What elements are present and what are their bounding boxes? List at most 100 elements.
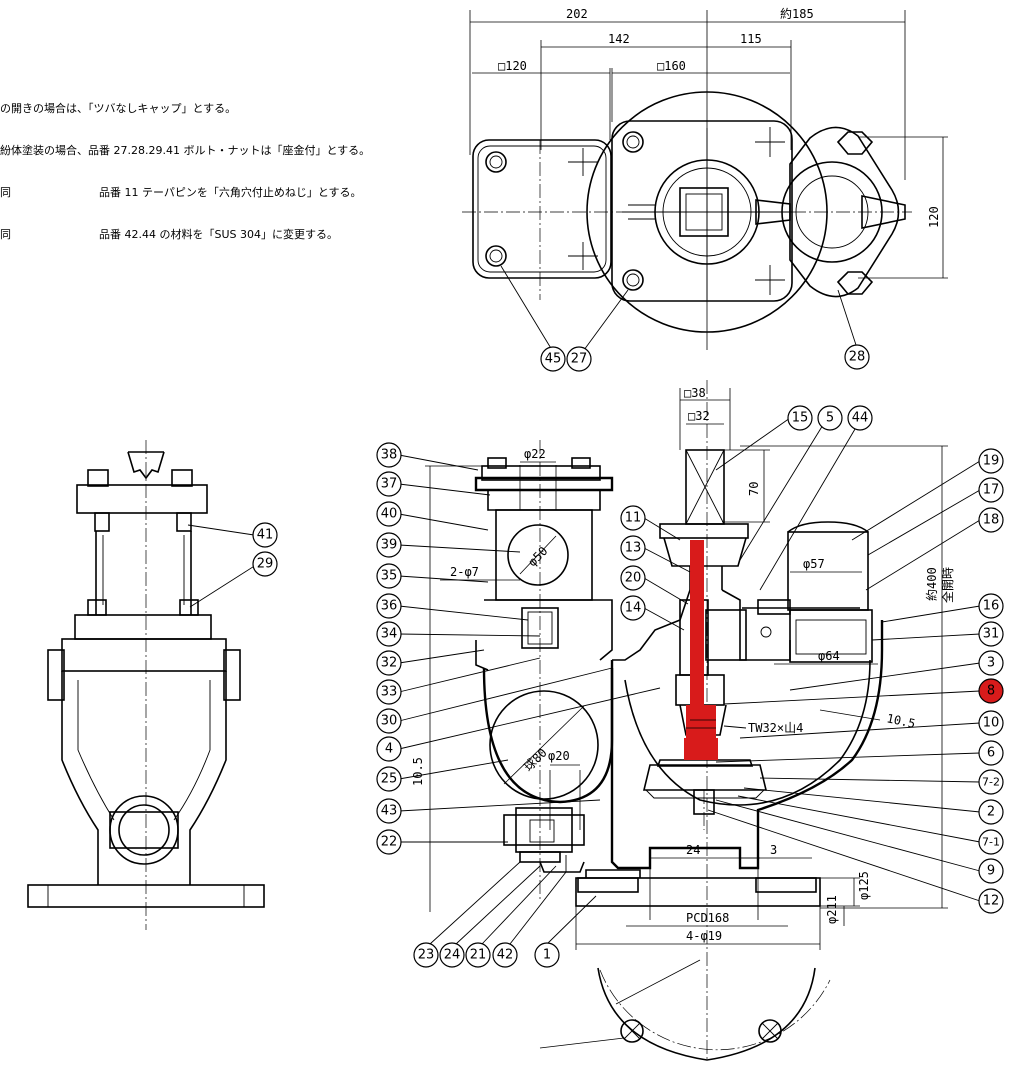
dim-24: φ125 [857, 871, 871, 900]
dim-phi64: φ64 [818, 649, 840, 663]
balloon-45: 45 [540, 346, 566, 372]
svg-text:9: 9 [987, 864, 995, 879]
svg-text:17: 17 [983, 483, 1000, 498]
svg-text:38: 38 [381, 448, 398, 463]
svg-text:11: 11 [625, 511, 642, 526]
balloon-9: 9 [978, 858, 1004, 884]
dim-70: 70 [747, 482, 761, 496]
svg-text:10: 10 [983, 716, 1000, 731]
balloon-11: 11 [620, 505, 646, 531]
top-view: 202 約185 142 115 □120 □160 [462, 6, 948, 372]
balloon-15: 15 [787, 405, 813, 431]
balloon-13: 13 [620, 535, 646, 561]
dim-sq38: □38 [684, 386, 706, 400]
svg-text:28: 28 [849, 350, 866, 365]
svg-text:14: 14 [625, 601, 642, 616]
svg-text:23: 23 [418, 948, 435, 963]
balloon-10: 10 [978, 710, 1004, 736]
svg-text:29: 29 [257, 557, 274, 572]
balloon-38: 38 [376, 442, 402, 468]
svg-text:25: 25 [381, 772, 398, 787]
note-line-2: 紛体塗装の場合、品番 27.28.29.41 ボルト・ナットは「座金付」とする。 [0, 144, 371, 157]
svg-text:4: 4 [385, 742, 393, 757]
dim-phi22: φ22 [524, 447, 546, 461]
dim-185: 約185 [780, 6, 814, 21]
balloon-39: 39 [376, 532, 402, 558]
svg-text:31: 31 [983, 627, 1000, 642]
dim-phi125: PCD168 [686, 911, 729, 925]
balloon-28: 28 [844, 344, 870, 370]
svg-text:35: 35 [381, 569, 398, 584]
dim-sq32: □32 [688, 409, 710, 423]
dim-380: 10.5 [411, 757, 425, 786]
balloon-5: 5 [817, 405, 843, 431]
dim-2-phi7: 2-φ7 [450, 565, 479, 579]
balloon-18: 18 [978, 507, 1004, 533]
svg-text:2: 2 [987, 805, 995, 820]
note-line-4: 同 品番 42.44 の材料を「SUS 304」に変更する。 [0, 228, 338, 241]
balloon-43: 43 [376, 798, 402, 824]
svg-text:36: 36 [381, 599, 398, 614]
balloon-6: 6 [978, 740, 1004, 766]
svg-text:19: 19 [983, 454, 1000, 469]
svg-text:39: 39 [381, 538, 398, 553]
svg-text:43: 43 [381, 804, 398, 819]
svg-text:22: 22 [381, 835, 398, 850]
svg-text:15: 15 [792, 411, 809, 426]
balloon-19: 19 [978, 448, 1004, 474]
svg-text:33: 33 [381, 685, 398, 700]
svg-text:1: 1 [543, 948, 551, 963]
svg-text:12: 12 [983, 894, 1000, 909]
dim-10-5-top: 10.5 [885, 711, 916, 731]
balloon-16: 16 [978, 593, 1004, 619]
svg-text:6: 6 [987, 746, 995, 761]
dim-ball80: 球80 [521, 746, 550, 775]
leaders-bottom [429, 861, 597, 945]
svg-text:45: 45 [545, 352, 562, 367]
balloon-33: 33 [376, 679, 402, 705]
balloon-7-1: 7-1 [978, 829, 1004, 855]
svg-text:24: 24 [444, 948, 461, 963]
balloon-40: 40 [376, 501, 402, 527]
balloon-36: 36 [376, 593, 402, 619]
note-line-3: 同 品番 11 テーパピンを「六角穴付止めねじ」とする。 [0, 186, 362, 199]
dim-phi50: φ50 [525, 544, 550, 569]
balloon-44: 44 [847, 405, 873, 431]
dim-120-vertical: 120 [927, 206, 941, 228]
svg-text:34: 34 [381, 627, 398, 642]
balloon-31: 31 [978, 621, 1004, 647]
section-view: 10.5 約400 全開時 □38 □32 70 [376, 380, 1004, 1061]
dim-115: 115 [740, 32, 762, 46]
svg-text:13: 13 [625, 541, 642, 556]
leaders-top [643, 417, 859, 631]
svg-text:8: 8 [987, 684, 995, 699]
balloon-24: 24 [439, 942, 465, 968]
svg-text:44: 44 [852, 411, 869, 426]
svg-text:27: 27 [571, 352, 588, 367]
notes-block: の開きの場合は、「ツバなしキャップ」とする。 紛体塗装の場合、品番 27.28.… [0, 74, 370, 256]
dim-202: 202 [566, 7, 588, 21]
balloon-42: 42 [492, 942, 518, 968]
balloon-32: 32 [376, 650, 402, 676]
balloon-37: 37 [376, 471, 402, 497]
balloon-25: 25 [376, 766, 402, 792]
dim-400: 約400 [924, 567, 939, 601]
balloon-14: 14 [620, 595, 646, 621]
svg-text:30: 30 [381, 714, 398, 729]
dim-phi211: 4-φ19 [686, 929, 722, 943]
svg-text:7-1: 7-1 [982, 836, 1000, 849]
balloon-20: 20 [620, 565, 646, 591]
svg-text:20: 20 [625, 571, 642, 586]
balloon-2: 2 [978, 799, 1004, 825]
svg-text:41: 41 [257, 528, 274, 543]
svg-text:3: 3 [987, 656, 995, 671]
svg-text:40: 40 [381, 507, 398, 522]
balloon-30: 30 [376, 708, 402, 734]
svg-text:5: 5 [826, 411, 834, 426]
dim-142: 142 [608, 32, 630, 46]
balloon-27: 27 [566, 346, 592, 372]
dim-phi75: 24 [686, 843, 700, 857]
dim-sq120: □120 [498, 59, 527, 73]
leaders-left [398, 454, 661, 843]
balloon-22: 22 [376, 829, 402, 855]
